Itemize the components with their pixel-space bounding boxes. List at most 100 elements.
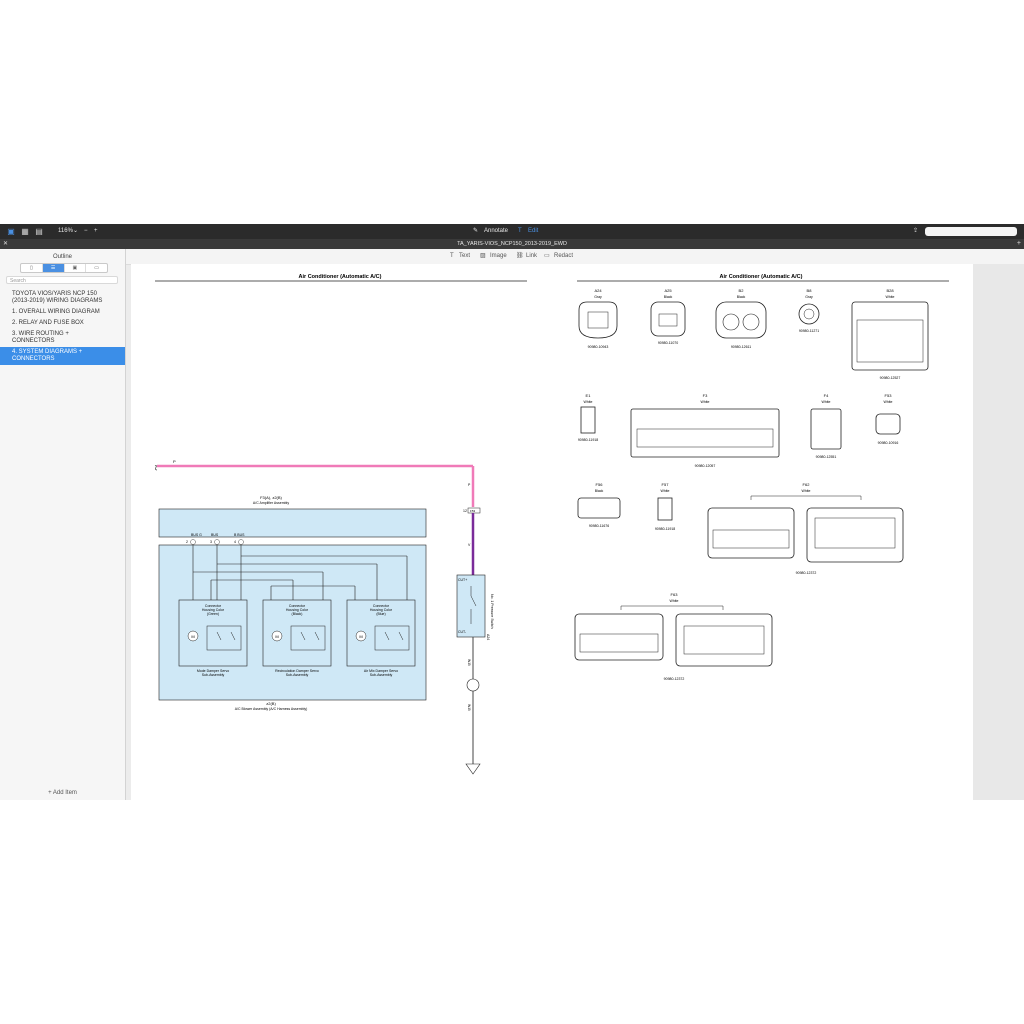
outline-item-selected[interactable]: 4. SYSTEM DIAGRAMS + CONNECTORS <box>0 347 125 365</box>
svg-text:White: White <box>822 400 831 404</box>
pdf-viewer-window: ▣ ▦ ▤ 116% ⌄ − + ✎ Annotate T Edit ⇪ ✕ T… <box>0 224 1024 800</box>
servo-name: Mode Damper Servo <box>197 669 229 673</box>
redact-tool-button[interactable]: Redact <box>554 253 574 259</box>
document-title: TA_YARIS-VIOS_NCP150_2013-2019_EWD <box>457 241 567 247</box>
main-toolbar: ▣ ▦ ▤ 116% ⌄ − + ✎ Annotate T Edit ⇪ <box>0 224 1024 239</box>
image-tool-icon[interactable]: ▨ <box>480 253 486 259</box>
page-view-icon[interactable]: ▤ <box>35 227 43 236</box>
servo-name: Air Mix Damper Servo <box>364 669 398 673</box>
servo-color: (Green) <box>207 612 219 616</box>
servo-subassembly: Sub-Assembly <box>202 673 225 677</box>
outline-list: TOYOTA VIOS/YARIS NCP 150 (2013-2019) WI… <box>0 289 125 365</box>
outline-search-input[interactable]: Search <box>6 276 118 284</box>
wire-wb-label-1: W-B <box>467 659 471 666</box>
svg-text:A25: A25 <box>664 288 672 293</box>
connector-b2: B2 Black 90980-12611 <box>715 288 767 349</box>
outline-item[interactable]: 1. OVERALL WIRING DIAGRAM <box>12 309 100 315</box>
redact-tool-icon[interactable]: ▭ <box>544 253 550 259</box>
svg-text:90980-10943: 90980-10943 <box>588 345 609 349</box>
add-item-button[interactable]: + Add Item <box>48 790 77 796</box>
sidebar-toggle-icon[interactable]: ▣ <box>7 227 15 236</box>
servo-subassembly: Sub-Assembly <box>286 673 309 677</box>
connector-f56: F56 Black 90980-11676 <box>577 482 621 528</box>
svg-text:90980-12057: 90980-12057 <box>695 464 716 468</box>
motor-symbol: M <box>359 634 362 639</box>
servo-connector-label: Connector <box>289 604 306 608</box>
bus-pin-4: 4 <box>234 540 236 544</box>
svg-text:F3: F3 <box>703 393 708 398</box>
svg-text:Black: Black <box>595 489 604 493</box>
svg-text:White: White <box>701 400 710 404</box>
connector-b28: B28 White 90980-12527 <box>851 288 929 380</box>
share-icon[interactable]: ⇪ <box>913 228 919 234</box>
wire-v-label: V <box>468 543 471 547</box>
switch-cut-minus: CUT- <box>458 630 467 634</box>
edit-icon: T <box>518 228 522 234</box>
connector-f62: F62 White 90980-12372 <box>707 482 904 575</box>
new-tab-icon[interactable]: + <box>1016 240 1021 247</box>
switch-name: No. 1 Pressure Switch <box>490 594 494 629</box>
bus-label-g: BUS G <box>191 533 202 537</box>
connector-a25: A25 Black 90980-11070 <box>650 288 686 345</box>
link-tool-icon[interactable]: ⛓ <box>516 253 524 259</box>
right-page-heading: Air Conditioner (Automatic A/C) <box>720 274 803 280</box>
connector-e1: E1 White 90980-11918 <box>578 393 598 442</box>
svg-text:90980-12551: 90980-12551 <box>816 455 837 459</box>
edit-toolbar: T Text ▨ Image ⛓ Link ▭ Redact <box>126 249 1024 265</box>
wire-p-label: P <box>173 459 176 464</box>
outline-item[interactable]: 3. WIRE ROUTING + CONNECTORS <box>12 331 69 344</box>
pin-12-label: 12 <box>463 509 467 513</box>
zoom-level[interactable]: 116% <box>58 228 73 234</box>
bookmark-tab-icon[interactable]: ▯ <box>21 264 43 272</box>
servo-connector-label: Connector <box>205 604 222 608</box>
page-gutter <box>973 264 1024 800</box>
outline-item[interactable]: TOYOTA VIOS/YARIS NCP 150 (2013-2019) WI… <box>12 291 103 304</box>
servo-subassembly: Sub-Assembly <box>370 673 393 677</box>
svg-text:White: White <box>802 489 811 493</box>
servo-recirculation: Connector Housing Color (Black) M Recirc… <box>262 599 332 677</box>
outline-item[interactable]: 2. RELAY AND FUSE BOX <box>12 320 84 326</box>
connector-f4: F4 White 90980-12551 <box>810 393 842 459</box>
bus-pin-2: 2 <box>186 540 188 544</box>
grid-view-icon[interactable]: ▦ <box>21 227 29 236</box>
close-tab-icon[interactable]: ✕ <box>3 241 9 247</box>
svg-text:B8: B8 <box>807 288 813 293</box>
image-tool-button[interactable]: Image <box>490 253 507 259</box>
annotate-button[interactable]: Annotate <box>484 228 509 234</box>
svg-text:White: White <box>884 400 893 404</box>
svg-text:F53: F53 <box>885 393 893 398</box>
servo-mode: Connector Housing Color (Green) M Mode D… <box>178 599 248 677</box>
svg-text:F56: F56 <box>596 482 604 487</box>
wiring-diagram: Air Conditioner (Automatic A/C) P P 12 F… <box>154 274 949 775</box>
svg-text:90980-12372: 90980-12372 <box>796 571 817 575</box>
servo-air-mix: Connector Housing Color (Blue) M Air Mix… <box>346 599 416 677</box>
svg-text:Gray: Gray <box>805 295 813 299</box>
link-tool-button[interactable]: Link <box>526 253 538 259</box>
svg-text:90980-12372: 90980-12372 <box>664 677 685 681</box>
thumbnail-tab-icon[interactable]: ▣ <box>65 264 87 272</box>
svg-text:90980-11918: 90980-11918 <box>655 527 675 531</box>
blower-name: A/C Blower Assembly (A/C Harness Assembl… <box>235 707 308 711</box>
page-tab-icon[interactable]: ▭ <box>94 265 99 271</box>
zoom-dropdown-icon[interactable]: ⌄ <box>73 228 79 234</box>
svg-text:90980-11676: 90980-11676 <box>589 524 609 528</box>
svg-text:White: White <box>584 400 593 404</box>
bus-label: BUS <box>211 533 219 537</box>
svg-text:Black: Black <box>737 295 746 299</box>
edit-button[interactable]: Edit <box>528 228 539 234</box>
svg-text:B28: B28 <box>886 288 894 293</box>
annotate-icon: ✎ <box>473 228 479 234</box>
text-tool-button[interactable]: Text <box>459 253 471 259</box>
svg-text:E1: E1 <box>586 393 592 398</box>
search-input[interactable] <box>925 227 1017 236</box>
outline-tab-icon[interactable]: ☰ <box>42 264 65 272</box>
connector-f53: F53 White 90980-10916 <box>875 393 901 445</box>
motor-symbol: M <box>275 634 278 639</box>
servo-color: (Blue) <box>376 612 385 616</box>
svg-text:90980-12611: 90980-12611 <box>731 345 751 349</box>
servo-color: (Black) <box>292 612 303 616</box>
svg-text:White: White <box>661 489 670 493</box>
zoom-out-button[interactable]: − <box>84 228 88 234</box>
text-tool-icon[interactable]: T <box>450 253 454 259</box>
zoom-in-button[interactable]: + <box>94 228 98 234</box>
